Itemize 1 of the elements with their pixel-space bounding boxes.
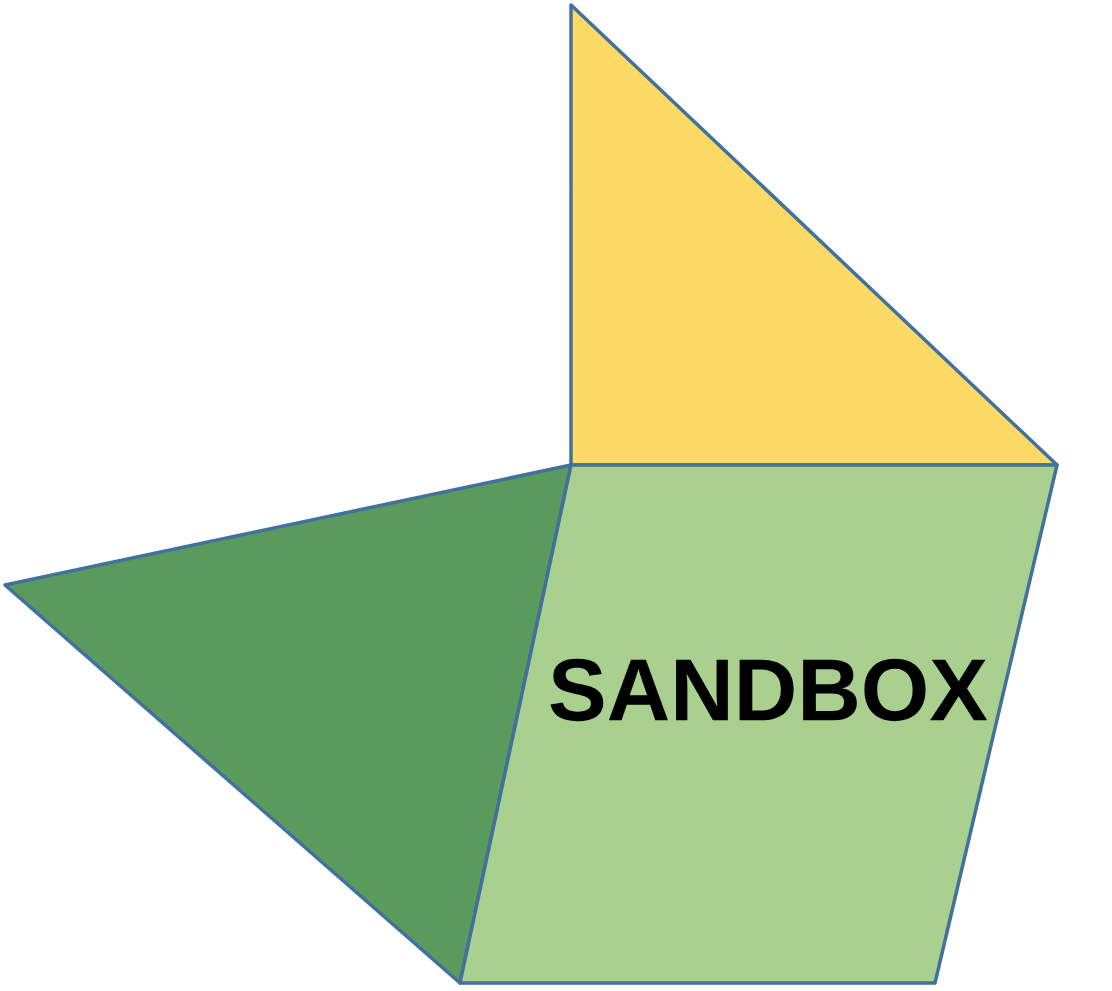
triangle [569,3,1059,467]
